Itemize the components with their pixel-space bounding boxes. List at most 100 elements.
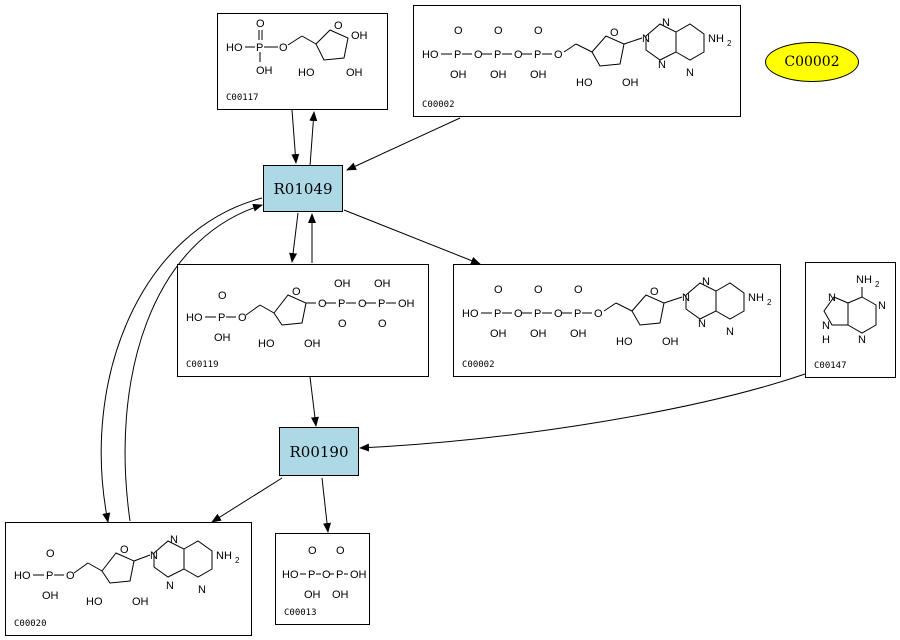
svg-text:P: P: [494, 308, 501, 320]
svg-text:OH: OH: [374, 278, 391, 290]
reaction-node-r00190[interactable]: R00190: [279, 427, 359, 476]
svg-text:O: O: [378, 318, 387, 330]
svg-text:O: O: [308, 545, 317, 557]
highlight-compound-badge[interactable]: C00002: [765, 42, 859, 82]
reaction-node-r01049[interactable]: R01049: [263, 165, 343, 212]
edge-r00190-to-c00013: [321, 477, 331, 533]
svg-text:N: N: [682, 292, 690, 304]
svg-text:P: P: [256, 42, 263, 54]
svg-text:NH: NH: [856, 274, 872, 286]
svg-text:NH: NH: [216, 550, 232, 562]
compound-id-label: C00002: [422, 100, 455, 110]
svg-text:HO: HO: [226, 42, 243, 54]
svg-text:N: N: [658, 59, 666, 71]
svg-text:N: N: [828, 292, 836, 304]
svg-text:O: O: [494, 25, 503, 37]
svg-text:HO: HO: [14, 570, 31, 582]
svg-text:HO: HO: [576, 77, 593, 89]
svg-text:O: O: [238, 312, 247, 324]
svg-text:O: O: [358, 298, 367, 310]
prpp-structure: HO P O OH O O HO OH O P OH O O P OH O OH: [186, 278, 415, 350]
compound-id-label: C00147: [814, 361, 847, 371]
svg-text:P: P: [534, 308, 541, 320]
svg-text:HO: HO: [616, 336, 633, 348]
svg-text:O: O: [256, 18, 265, 30]
compound-node-c00013[interactable]: HO P O OH O P O OH OH C00013: [275, 533, 370, 625]
svg-text:2: 2: [767, 298, 772, 307]
svg-text:O: O: [338, 318, 347, 330]
atp-structure: HO P O OH O P O OH O P O OH O O HO OH N …: [462, 276, 772, 348]
svg-text:N: N: [662, 17, 670, 29]
compound-id-label: C00013: [284, 608, 317, 618]
svg-text:O: O: [120, 544, 129, 556]
svg-text:O: O: [514, 49, 523, 61]
atp-structure: HO P O OH O P O OH O P O OH O O HO OH N …: [422, 17, 732, 89]
compound-id-label: C00119: [186, 360, 219, 370]
svg-text:O: O: [474, 49, 483, 61]
svg-text:OH: OH: [304, 589, 321, 601]
svg-text:OH: OH: [304, 338, 321, 350]
svg-text:N: N: [702, 276, 710, 288]
svg-text:P: P: [454, 49, 461, 61]
svg-text:OH: OH: [346, 67, 363, 79]
amp-structure: HO P O OH O O HO OH N N N N NH 2: [14, 534, 240, 608]
svg-text:O: O: [279, 42, 288, 54]
edge-c00020-to-r01049: [124, 203, 263, 522]
svg-text:H: H: [822, 334, 830, 346]
edge-r01049-to-c00020: [100, 197, 263, 523]
svg-text:HO: HO: [258, 338, 275, 350]
svg-text:O: O: [554, 49, 563, 61]
svg-text:P: P: [378, 298, 385, 310]
svg-text:HO: HO: [422, 49, 439, 61]
svg-text:N: N: [166, 580, 174, 592]
svg-text:O: O: [494, 284, 503, 296]
svg-text:OH: OH: [530, 328, 547, 340]
edge-c00147-to-r00190: [359, 373, 806, 452]
svg-text:O: O: [322, 569, 331, 581]
compound-node-c00119[interactable]: HO P O OH O O HO OH O P OH O O P OH O OH…: [177, 264, 429, 377]
svg-text:O: O: [534, 25, 543, 37]
edge-r01049-to-c00002-mid: [343, 209, 481, 265]
compound-id-label: C00117: [226, 93, 259, 103]
svg-text:NH: NH: [748, 292, 764, 304]
compound-node-c00147[interactable]: NH 2 N N N N H C00147: [805, 262, 896, 378]
edge-r01049-to-c00117: [309, 111, 318, 167]
svg-text:O: O: [534, 284, 543, 296]
svg-text:OH: OH: [334, 278, 351, 290]
adenine-structure: NH 2 N N N N H: [822, 274, 886, 346]
svg-text:HO: HO: [298, 67, 315, 79]
svg-text:OH: OH: [490, 69, 507, 81]
svg-text:P: P: [218, 312, 225, 324]
svg-text:O: O: [218, 290, 227, 302]
svg-text:O: O: [514, 308, 523, 320]
svg-text:HO: HO: [86, 596, 103, 608]
svg-text:O: O: [574, 284, 583, 296]
svg-text:N: N: [686, 67, 694, 79]
compound-node-c00002-mid[interactable]: HO P O OH O P O OH O P O OH O O HO OH N …: [453, 264, 781, 377]
svg-text:HO: HO: [186, 312, 203, 324]
svg-text:N: N: [198, 584, 206, 596]
compound-node-c00117[interactable]: HO P O OH O O OH HO OH C00117: [217, 13, 388, 110]
svg-text:HO: HO: [282, 569, 299, 581]
svg-text:P: P: [336, 569, 343, 581]
compound-node-c00020[interactable]: HO P O OH O O HO OH N N N N NH 2 C00020: [5, 522, 252, 636]
compound-id-label: C00020: [14, 619, 47, 629]
svg-text:O: O: [66, 570, 75, 582]
svg-text:OH: OH: [42, 590, 59, 602]
svg-text:OH: OH: [450, 69, 467, 81]
svg-text:P: P: [494, 49, 501, 61]
edge-c00002-to-r01049: [346, 117, 461, 171]
svg-text:O: O: [454, 25, 463, 37]
svg-text:OH: OH: [398, 298, 415, 310]
compound-node-c00002-top[interactable]: HO P O OH O P O OH O P O OH O O HO OH N …: [413, 5, 741, 117]
svg-text:OH: OH: [622, 77, 639, 89]
svg-text:OH: OH: [332, 589, 349, 601]
svg-text:P: P: [574, 308, 581, 320]
svg-text:N: N: [698, 318, 706, 330]
svg-text:OH: OH: [132, 596, 149, 608]
edge-c00117-to-r01049: [291, 109, 300, 164]
svg-text:NH: NH: [708, 33, 724, 45]
edge-c00119-to-r00190: [309, 376, 319, 427]
